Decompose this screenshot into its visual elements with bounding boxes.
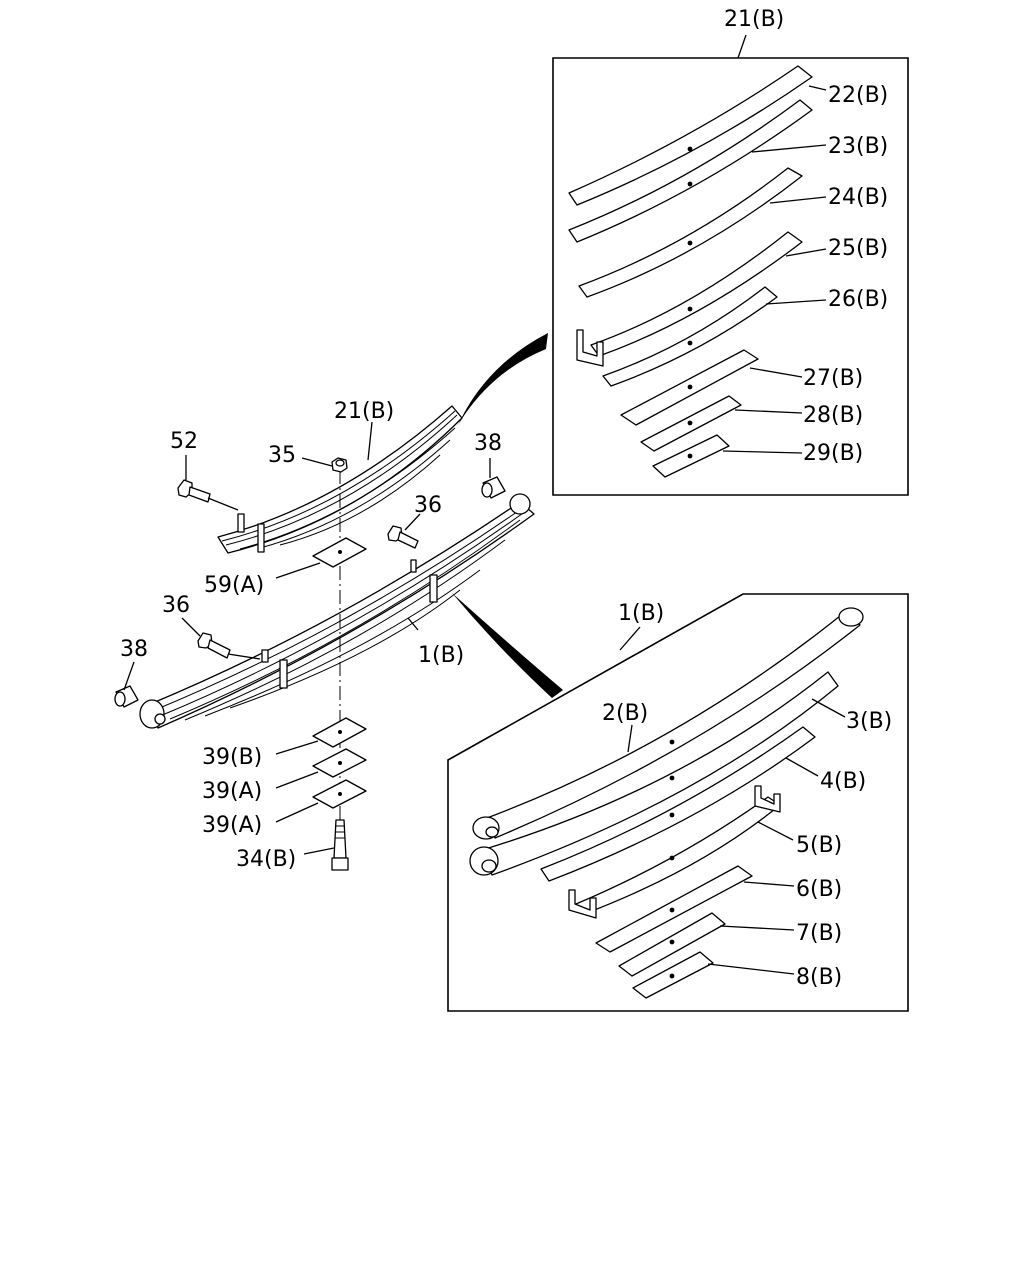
label-36-right: 36 bbox=[414, 493, 442, 518]
part-34b-center-bolt bbox=[331, 819, 349, 871]
label-39a-2: 39(A) bbox=[202, 813, 262, 838]
part-27b-leaf bbox=[620, 349, 759, 426]
label-5b: 5(B) bbox=[796, 833, 842, 858]
part-39a-plate-2 bbox=[312, 779, 367, 809]
detail-pointer-21b bbox=[458, 333, 548, 425]
label-26b: 26(B) bbox=[828, 287, 888, 312]
label-38-left: 38 bbox=[120, 637, 148, 662]
part-22b-leaf bbox=[568, 65, 813, 206]
label-2b: 2(B) bbox=[602, 701, 648, 726]
part-23b-leaf bbox=[568, 99, 813, 243]
detail-box-1b bbox=[447, 593, 909, 1012]
detail-box-21b bbox=[552, 34, 909, 496]
label-28b: 28(B) bbox=[803, 403, 863, 428]
assembly-21b-helper-spring bbox=[217, 405, 463, 554]
part-24b-leaf bbox=[578, 167, 803, 298]
part-39a-plate-1 bbox=[312, 748, 367, 778]
part-25b-leaf bbox=[576, 231, 803, 367]
part-28b-leaf bbox=[640, 395, 742, 452]
part-3b-leaf bbox=[469, 671, 839, 876]
label-1b-detail: 1(B) bbox=[618, 601, 664, 626]
label-24b: 24(B) bbox=[828, 185, 888, 210]
main-leaders bbox=[123, 421, 491, 855]
part-26b-leaf bbox=[602, 286, 778, 387]
label-34b: 34(B) bbox=[236, 847, 296, 872]
label-6b: 6(B) bbox=[796, 877, 842, 902]
label-25b: 25(B) bbox=[828, 236, 888, 261]
label-39b: 39(B) bbox=[202, 745, 262, 770]
part-36-bolt-right bbox=[387, 525, 419, 549]
label-3b: 3(B) bbox=[846, 709, 892, 734]
label-29b: 29(B) bbox=[803, 441, 863, 466]
part-4b-leaf bbox=[540, 726, 816, 882]
label-1b: 1(B) bbox=[418, 643, 464, 668]
part-2b-main-leaf bbox=[472, 607, 864, 840]
label-21b: 21(B) bbox=[334, 399, 394, 424]
detail-pointer-1b bbox=[452, 593, 563, 698]
label-36-left: 36 bbox=[162, 593, 190, 618]
part-52-bolt bbox=[177, 479, 239, 511]
part-8b-leaf bbox=[632, 951, 714, 999]
part-35-nut bbox=[331, 457, 348, 473]
part-7b-leaf bbox=[618, 912, 726, 977]
part-38-bushing-left bbox=[114, 685, 139, 708]
part-5b-leaf bbox=[568, 785, 781, 919]
part-36-bolt-left bbox=[197, 632, 261, 660]
part-38-bushing-right bbox=[481, 476, 506, 499]
part-59a-plate bbox=[312, 537, 367, 568]
part-29b-leaf bbox=[652, 434, 730, 478]
label-39a-1: 39(A) bbox=[202, 779, 262, 804]
part-39b-plate bbox=[312, 717, 367, 748]
label-35: 35 bbox=[268, 443, 296, 468]
assembly-1b-main-spring bbox=[139, 493, 535, 729]
label-59a: 59(A) bbox=[204, 573, 264, 598]
label-22b: 22(B) bbox=[828, 83, 888, 108]
label-4b: 4(B) bbox=[820, 769, 866, 794]
label-27b: 27(B) bbox=[803, 366, 863, 391]
label-23b: 23(B) bbox=[828, 134, 888, 159]
label-7b: 7(B) bbox=[796, 921, 842, 946]
label-52: 52 bbox=[170, 429, 198, 454]
label-38-right: 38 bbox=[474, 431, 502, 456]
label-8b: 8(B) bbox=[796, 965, 842, 990]
callout-labels: 21(B) 22(B) 23(B) 24(B) 25(B) 26(B) 27(B… bbox=[120, 7, 892, 990]
label-21b-detail: 21(B) bbox=[724, 7, 784, 32]
part-6b-leaf bbox=[595, 865, 753, 953]
